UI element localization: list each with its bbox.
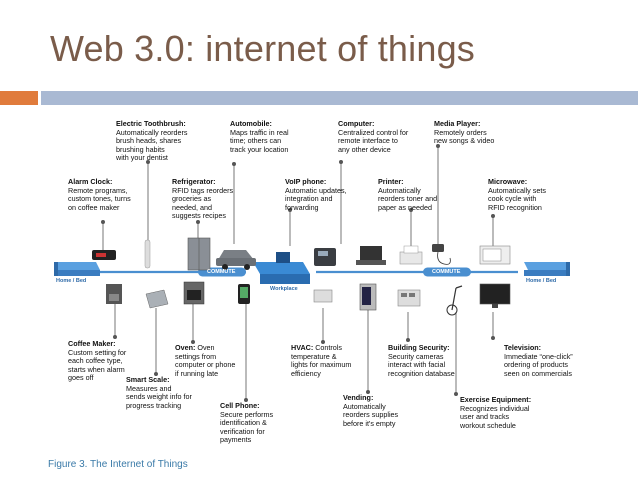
label-electric-toothbrush: Electric Toothbrush: Automatically reord… [116,119,188,162]
iot-diagram: COMMUTE COMMUTE Home / Bed Home / Bed Wo… [48,112,588,470]
printer-icon [399,245,423,265]
label-hvac: HVAC: Controls temperature &lights for m… [291,343,352,378]
media-player-icon [432,244,451,265]
microwave-icon [479,245,511,265]
label-exercise-equipment: Exercise Equipment: Recognizes individua… [460,395,532,430]
accent-bar-blue [41,91,638,105]
diagram-graphics [54,144,570,402]
hvac-icon [313,289,333,303]
vending-machine-icon [359,283,377,311]
television-icon [479,283,511,308]
computer-icon [356,246,386,265]
figure-caption: Figure 3. The Internet of Things [48,459,188,470]
commute-label-left: COMMUTE [207,269,236,275]
smart-scale-icon [145,289,169,309]
coffee-maker-icon [106,284,122,304]
slide-title: Web 3.0: internet of things [50,28,475,69]
toothbrush-icon [144,239,151,269]
alarm-clock-icon [92,250,116,260]
home-bed-right-label: Home / Bed [526,278,557,284]
workplace-desk-icon [253,252,310,284]
label-television: Television: Immediate “one-click”orderin… [504,343,573,378]
home-bed-right-icon [524,262,570,276]
automobile-icon [216,250,256,270]
cell-phone-icon [238,284,250,304]
home-bed-left-label: Home / Bed [56,278,87,284]
voip-phone-icon [314,248,336,266]
workplace-label: Workplace [270,286,298,292]
building-security-icon [397,289,421,307]
home-bed-left-icon [54,262,100,276]
accent-bar-orange [0,91,38,105]
commute-label-right: COMMUTE [432,269,461,275]
refrigerator-icon [187,237,211,271]
label-voip-phone: VoIP phone: Automatic updates,integratio… [285,177,347,212]
label-alarm-clock: Alarm Clock: Remote programs,custom tone… [68,177,131,212]
exercise-equipment-icon [446,285,463,316]
oven-icon [183,281,205,305]
